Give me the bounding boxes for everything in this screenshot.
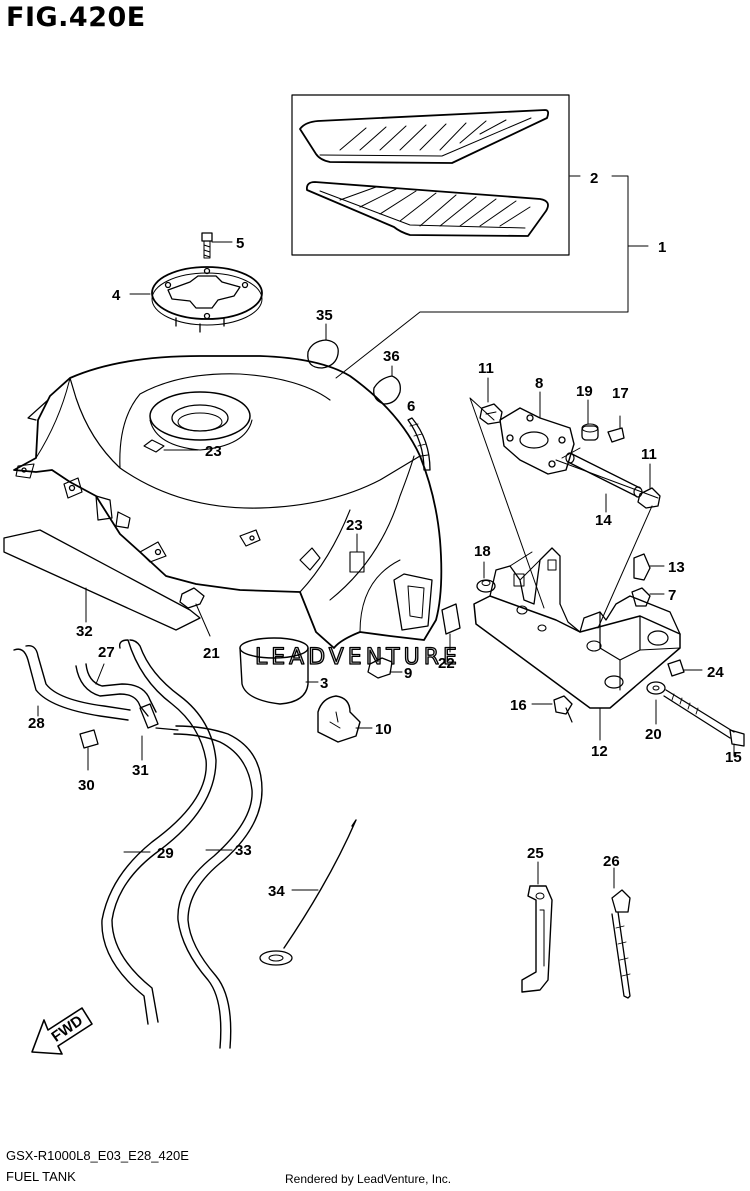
callout-8: 8 [535, 375, 543, 392]
part-5-screw[interactable] [201, 232, 213, 259]
part-35-pad[interactable] [307, 339, 339, 369]
fuel-tank[interactable] [13, 355, 443, 649]
part-9-clip[interactable] [367, 657, 393, 679]
callout-18: 18 [474, 543, 491, 560]
part-23-label-top[interactable] [143, 439, 165, 453]
part-20-collar[interactable] [581, 423, 599, 441]
callout-14: 14 [595, 512, 612, 529]
callout-23-top: 23 [205, 443, 222, 460]
callout-31: 31 [132, 762, 149, 779]
part-13-nut[interactable] [633, 553, 651, 581]
part-25-strap[interactable] [521, 885, 553, 993]
callout-32: 32 [76, 623, 93, 640]
part-11-cushion-left[interactable] [479, 403, 503, 425]
part-32-sheet[interactable] [3, 529, 201, 631]
part-24-nut[interactable] [667, 659, 685, 677]
part-10-damper[interactable] [317, 695, 361, 743]
render-credit: Rendered by LeadVenture, Inc. [285, 1172, 452, 1186]
callout-21: 21 [203, 645, 220, 662]
callout-36: 36 [383, 348, 400, 365]
part-22-pad[interactable] [441, 603, 461, 635]
part-14-rod[interactable] [565, 452, 643, 498]
part-26-band[interactable] [611, 889, 631, 999]
callout-12: 12 [591, 743, 608, 760]
callout-17: 17 [612, 385, 629, 402]
callout-15: 15 [725, 749, 742, 766]
fwd-arrow-icon [31, 1007, 93, 1055]
part-36-pad[interactable] [373, 375, 401, 405]
callout-1: 1 [658, 239, 666, 256]
callout-19: 20 [645, 726, 662, 743]
part-7-clip[interactable] [631, 587, 651, 607]
callout-2: 2 [590, 170, 598, 187]
part-21-grommet[interactable] [179, 587, 205, 609]
part-3-cushion[interactable] [239, 637, 309, 705]
callout-4: 4 [112, 287, 121, 304]
part-34-wire[interactable] [259, 819, 357, 966]
callout-35: 35 [316, 307, 333, 324]
section-name: FUEL TANK [6, 1169, 76, 1184]
callout-7: 7 [668, 587, 676, 604]
part-2-emblem-upper[interactable] [299, 109, 550, 164]
callout-3: 3 [320, 675, 328, 692]
callout-22: 22 [438, 655, 455, 672]
callout-28: 28 [28, 715, 45, 732]
part-28-hose[interactable] [13, 645, 131, 721]
part-4-fuel-cap[interactable] [151, 266, 263, 333]
callout-26: 26 [603, 853, 620, 870]
part-6-strip[interactable] [407, 417, 431, 471]
part-18-grommet[interactable] [476, 579, 496, 593]
callout-11-right: 11 [641, 446, 657, 463]
part-17-bolt[interactable] [607, 415, 625, 443]
callout-16: 16 [510, 697, 527, 714]
callout-24: 24 [707, 664, 724, 681]
part-12-bracket[interactable] [473, 547, 681, 709]
part-29-hose[interactable] [101, 639, 217, 1025]
part-33-hose[interactable] [173, 725, 263, 1049]
callout-10: 10 [375, 721, 392, 738]
model-code: GSX-R1000L8_E03_E28_420E [6, 1148, 189, 1163]
callout-34: 34 [268, 883, 285, 900]
part-19-washer[interactable] [646, 681, 666, 695]
emblem-box[interactable] [291, 94, 570, 256]
callout-23-side: 23 [346, 517, 363, 534]
part-30-cap[interactable] [79, 729, 99, 749]
part-11-cushion-right[interactable] [637, 487, 661, 509]
part-27-hose[interactable] [75, 663, 157, 717]
part-31-joint[interactable] [139, 703, 179, 731]
callout-20: 19 [576, 383, 593, 400]
part-15-bolt[interactable] [663, 689, 745, 747]
callout-25: 25 [527, 845, 544, 862]
callout-9: 9 [404, 665, 412, 682]
callout-29: 29 [157, 845, 174, 862]
callout-27: 27 [98, 644, 115, 661]
part-8-plate[interactable] [499, 407, 575, 475]
callout-30: 30 [78, 777, 95, 794]
callout-5: 5 [236, 235, 244, 252]
part-2-emblem-lower[interactable] [306, 181, 549, 237]
callout-13: 13 [668, 559, 685, 576]
callout-33: 33 [235, 842, 252, 859]
callout-11-left: 11 [478, 360, 494, 377]
part-16-bolt[interactable] [553, 695, 573, 723]
callout-6: 6 [407, 398, 415, 415]
figure-title: FIG.420E [6, 2, 146, 33]
